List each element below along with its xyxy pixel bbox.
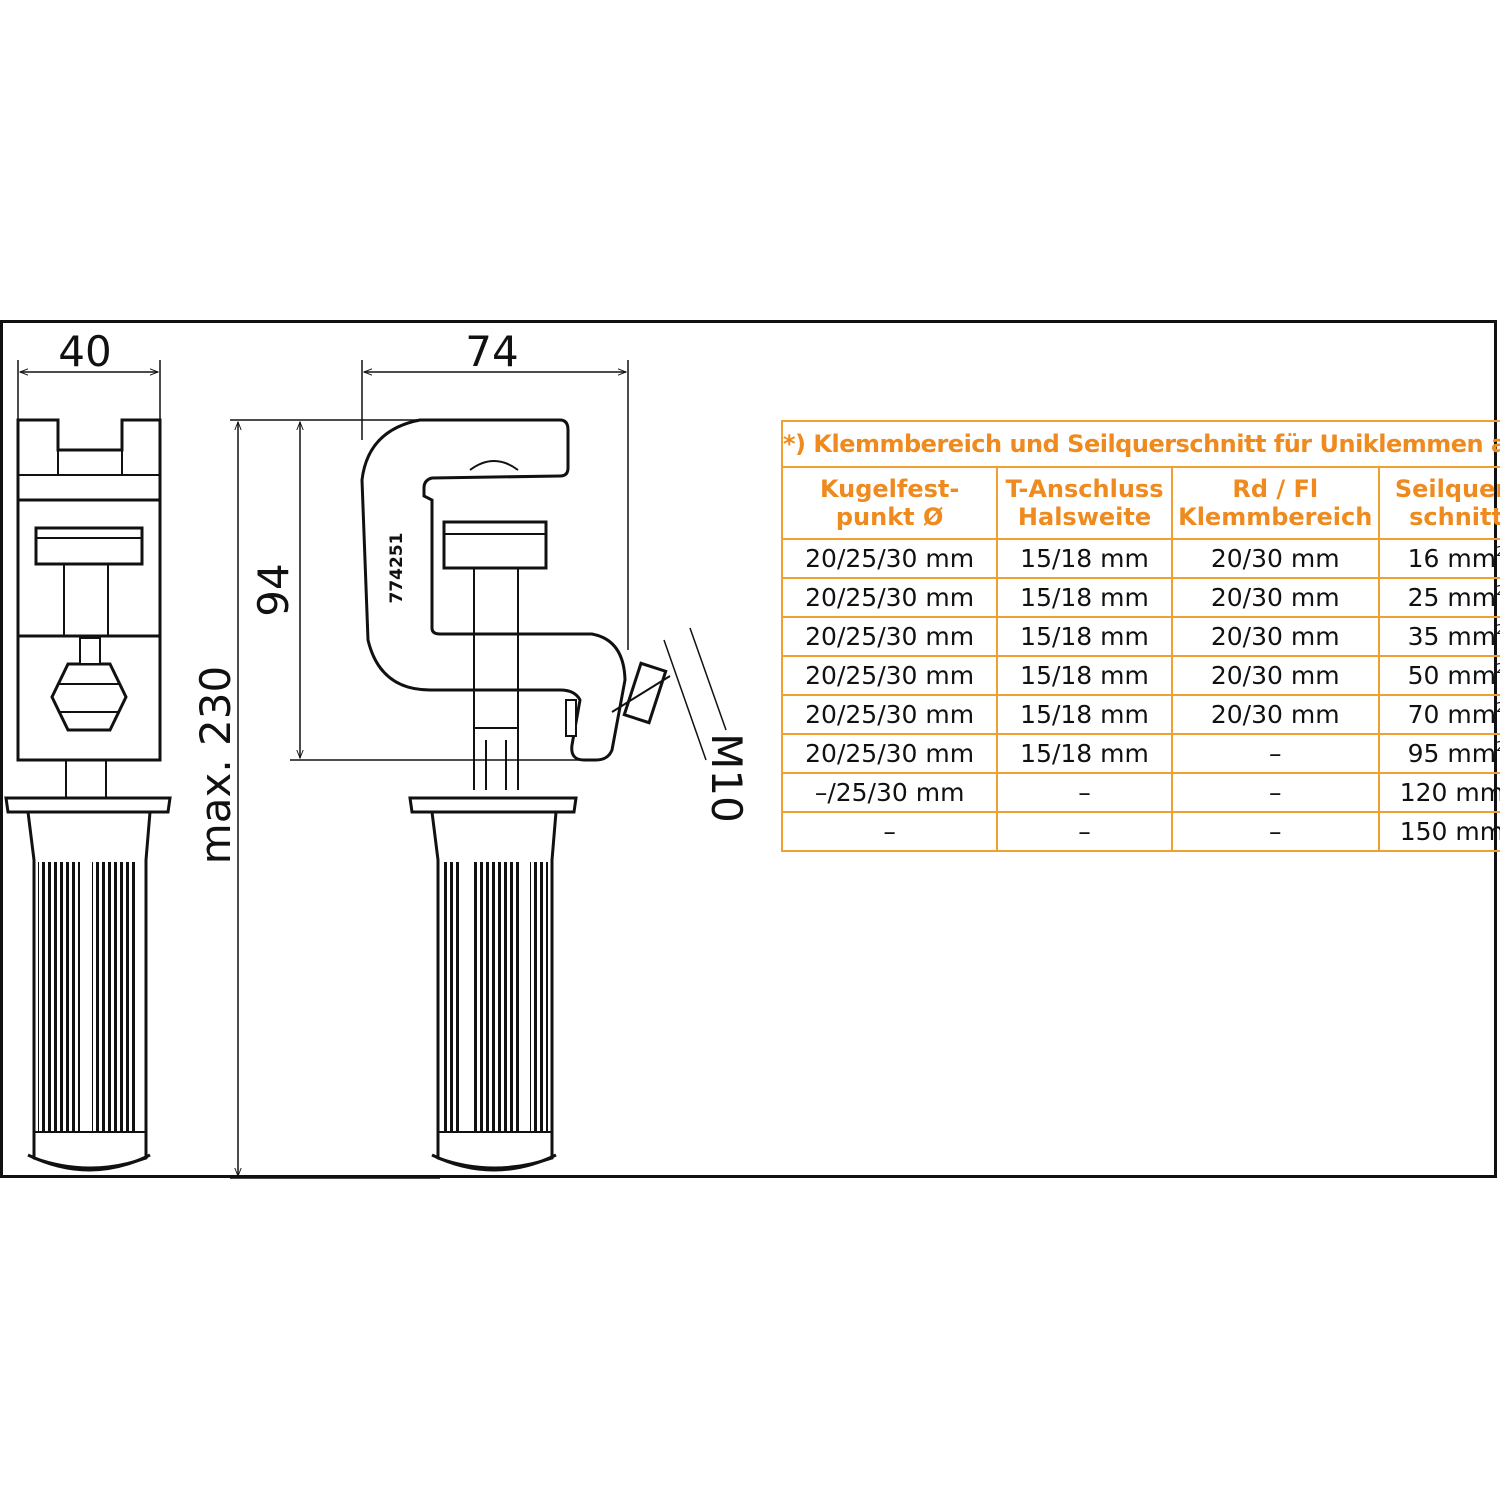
front-screw-head <box>34 526 144 566</box>
table-cell: – <box>1170 811 1380 852</box>
table-cell: 20/30 mm <box>1170 694 1380 735</box>
table-cell: 20/25/30 mm <box>780 733 999 774</box>
table-cell: 15/18 mm <box>996 733 1173 774</box>
table-cell: 20/25/30 mm <box>780 538 999 579</box>
side-bolt-nut <box>622 661 668 725</box>
table-cell: – <box>996 772 1173 813</box>
dimension-lines <box>17 360 727 1179</box>
table-row: –/25/30 mm––120 mm2 <box>780 772 1500 813</box>
table-cell: 25 mm2 <box>1377 577 1500 618</box>
table-cell: 20/30 mm <box>1170 655 1380 696</box>
dim-height-clamp: 94 <box>249 563 298 616</box>
table-row: –––150 mm2 <box>780 811 1500 852</box>
spec-table: *) Klemmbereich und Seilquerschnitt für … <box>780 420 1500 852</box>
side-handle-flange <box>408 796 578 814</box>
dim-width-front: 40 <box>58 327 111 376</box>
table-cell: 20/25/30 mm <box>780 655 999 696</box>
part-number: 774251 <box>387 533 407 604</box>
table-cell: 16 mm2 <box>1377 538 1500 579</box>
table-cell: – <box>996 811 1173 852</box>
front-handle-flange <box>4 796 172 814</box>
header-kugelfestpunkt: Kugelfest-punkt Ø <box>780 466 999 540</box>
front-hex-nut <box>50 662 128 732</box>
dim-height-total: max. 230 <box>191 666 240 864</box>
side-view <box>360 418 671 1172</box>
dim-width-side: 74 <box>465 327 518 376</box>
table-cell: 150 mm2 <box>1377 811 1500 852</box>
front-saddle <box>16 418 162 502</box>
table-title: *) Klemmbereich und Seilquerschnitt für … <box>780 420 1500 468</box>
table-cell: 20/25/30 mm <box>780 616 999 657</box>
side-screw-head <box>442 520 548 570</box>
table-cell: 70 mm2 <box>1377 694 1500 735</box>
table-cell: 15/18 mm <box>996 616 1173 657</box>
table-cell: 15/18 mm <box>996 538 1173 579</box>
table-cell: 20/30 mm <box>1170 538 1380 579</box>
dim-thread: M10 <box>702 733 751 823</box>
table-cell: 15/18 mm <box>996 577 1173 618</box>
table-cell: – <box>1170 733 1380 774</box>
table-cell: 95 mm2 <box>1377 733 1500 774</box>
table-cell: 20/30 mm <box>1170 616 1380 657</box>
table-cell: 15/18 mm <box>996 694 1173 735</box>
table-cell: 20/30 mm <box>1170 577 1380 618</box>
table-cell: – <box>780 811 999 852</box>
header-seilquerschnitt: Seilquer-schnitt <box>1377 466 1500 540</box>
table-cell: 35 mm2 <box>1377 616 1500 657</box>
table-cell: 120 mm2 <box>1377 772 1500 813</box>
side-c-frame <box>360 418 627 762</box>
table-cell: – <box>1170 772 1380 813</box>
table-cell: 20/25/30 mm <box>780 577 999 618</box>
front-view <box>4 418 172 1172</box>
table-cell: –/25/30 mm <box>780 772 999 813</box>
table-cell: 15/18 mm <box>996 655 1173 696</box>
dimension-labels: 40 74 94 max. 230 M10 774251 <box>58 327 751 864</box>
table-cell: 20/25/30 mm <box>780 694 999 735</box>
table-cell: 50 mm2 <box>1377 655 1500 696</box>
